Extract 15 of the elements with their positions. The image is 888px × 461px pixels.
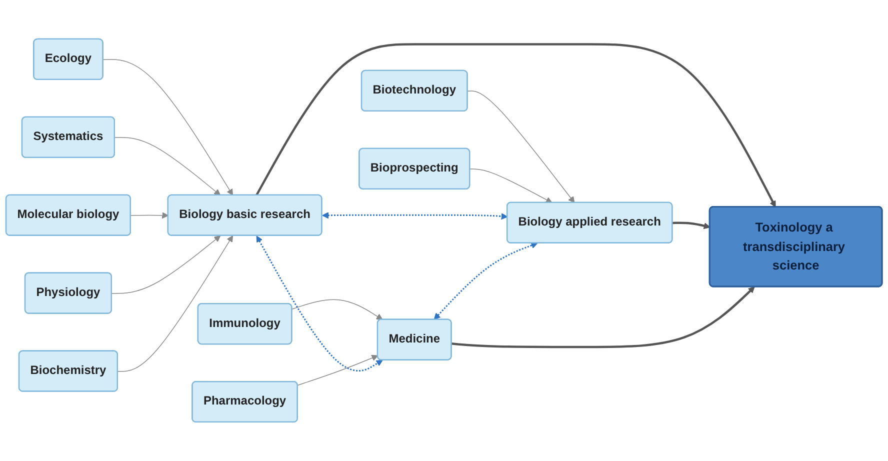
arrow [102, 59, 234, 196]
arrow [256, 43, 776, 208]
arrow [111, 235, 221, 294]
arrow [130, 212, 169, 219]
arrow [117, 235, 234, 372]
arrow [114, 137, 221, 196]
arrow [452, 286, 755, 348]
arrow [322, 212, 508, 220]
arrow [672, 222, 710, 230]
arrow [292, 299, 383, 320]
arrow [467, 90, 575, 204]
arrow [297, 354, 378, 386]
arrow [470, 168, 552, 204]
arrow [434, 242, 538, 320]
arrow [256, 236, 383, 372]
